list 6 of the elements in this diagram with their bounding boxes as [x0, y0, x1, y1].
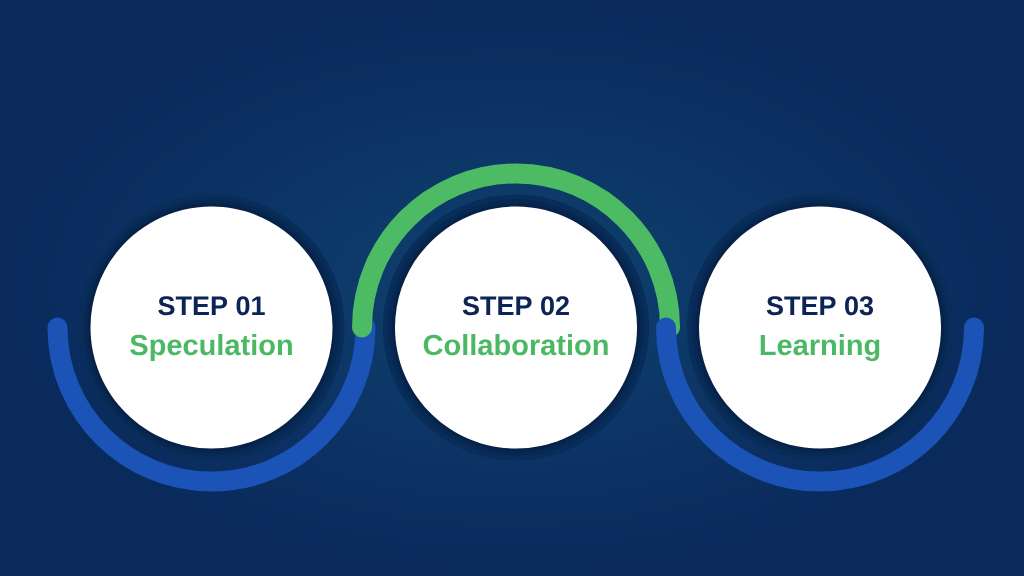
step-title: Learning: [760, 334, 880, 362]
step-title: Collaboration: [423, 334, 608, 356]
step-number: STEP 01: [158, 296, 265, 316]
step-title: Speculation: [130, 334, 292, 361]
step-number: STEP 02: [462, 296, 569, 316]
step-number: STEP 03: [766, 296, 874, 316]
